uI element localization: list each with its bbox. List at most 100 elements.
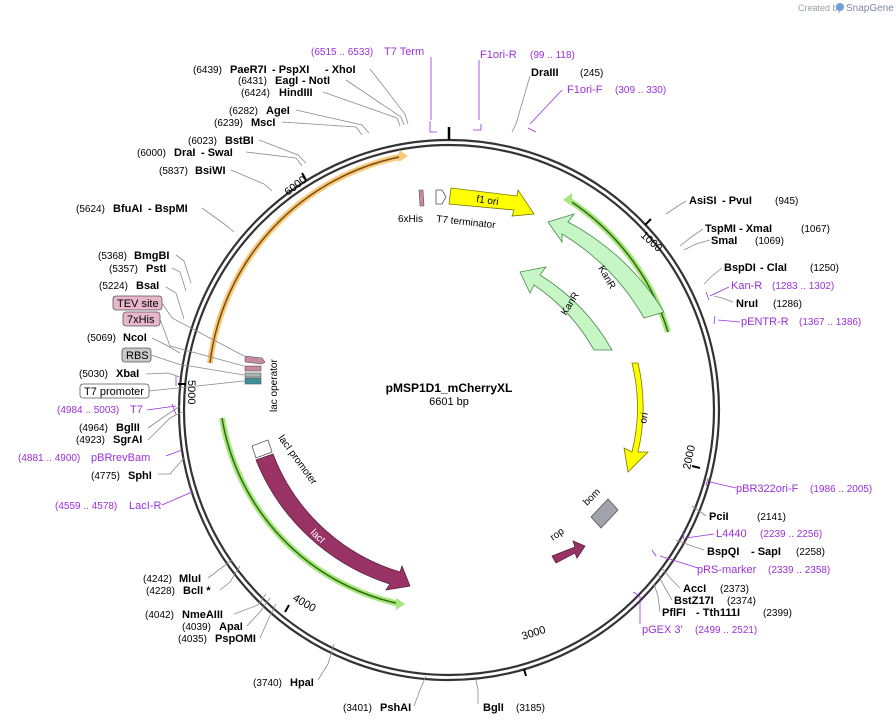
primer-name: Kan-R xyxy=(731,280,762,292)
site-name: XbaI xyxy=(116,368,139,380)
orange-arc-arrowhead xyxy=(399,150,408,162)
site-pos: (945) xyxy=(775,196,798,207)
site-pos: (2374) xyxy=(727,596,756,607)
site-name: PciI xyxy=(709,511,729,523)
site-pos: (6239) xyxy=(214,118,243,129)
site-pos: (6439) xyxy=(193,65,222,76)
site-pos: (4228) xyxy=(146,586,175,597)
orange-highlight-arc-core xyxy=(209,155,405,364)
site-name-extra: - SwaI xyxy=(201,147,233,159)
site-name: PflFI xyxy=(662,607,686,619)
site-name: BclI * xyxy=(183,585,211,597)
primer-name: T7 Term xyxy=(384,46,424,58)
site-pos: (5624) xyxy=(76,204,105,215)
green-arc-left-arrowhead xyxy=(396,598,405,610)
snapgene-logo-icon xyxy=(836,3,844,11)
site-name: BsaI xyxy=(136,280,159,292)
primer-pos: (6515 .. 6533) xyxy=(311,47,373,58)
primer-pos: (2499 .. 2521) xyxy=(695,625,757,636)
plasmid-name: pMSP1D1_mCherryXL xyxy=(386,381,513,395)
kanr-inner-arrow xyxy=(519,266,613,351)
primer-name: pBR322ori-F xyxy=(736,483,799,495)
site-pos: (5357) xyxy=(109,264,138,275)
site-name: BstBI xyxy=(225,135,254,147)
t7-promoter-label: T7 promoter xyxy=(84,386,144,398)
site-pos: (4242) xyxy=(143,574,172,585)
primer-name: T7 xyxy=(130,404,143,416)
kanr-outer-arrow xyxy=(547,213,665,319)
primer-name: F1ori-R xyxy=(480,49,517,61)
site-pos: (3185) xyxy=(516,703,545,714)
watermark-brand: SnapGene xyxy=(846,3,894,14)
ori-arrow xyxy=(623,362,649,473)
site-pos: (6282) xyxy=(229,106,258,117)
site-pos: (4964) xyxy=(79,423,108,434)
tick-label-4000: 4000 xyxy=(291,592,318,615)
site-name: AgeI xyxy=(266,105,290,117)
green-arc-right-arrowhead xyxy=(563,193,572,206)
site-name-extra: - SapI xyxy=(751,546,781,558)
site-pos: (1069) xyxy=(755,236,784,247)
primer-pos: (4881 .. 4900) xyxy=(18,453,80,464)
site-name: PstI xyxy=(146,263,166,275)
rbs-label: RBS xyxy=(126,350,149,362)
primer-pos: (2339 .. 2358) xyxy=(768,565,830,576)
leader-lines xyxy=(145,68,734,707)
site-name-extra: - BspMI xyxy=(148,203,188,215)
rop-label: rop xyxy=(548,526,567,544)
lac-operator-label: lac operator xyxy=(269,359,280,412)
site-name: TspMI xyxy=(705,223,736,235)
site-name-extra: - Tth111I xyxy=(696,607,740,619)
primer-lines xyxy=(146,57,741,624)
primer-pos: (4984 .. 5003) xyxy=(57,405,119,416)
primer-pos: (1367 .. 1386) xyxy=(799,317,861,328)
site-pos: (2373) xyxy=(720,584,749,595)
site-name-extra: - ClaI xyxy=(760,262,787,274)
site-name: BfuAI xyxy=(113,203,142,215)
site-name: ApaI xyxy=(219,621,243,633)
site-pos: (2399) xyxy=(763,608,792,619)
site-name-extra2: - XhoI xyxy=(325,64,356,76)
primer-pos: (1986 .. 2005) xyxy=(810,484,872,495)
primer-pos: (4559 .. 4578) xyxy=(55,501,117,512)
site-name: BmgBI xyxy=(134,250,169,262)
site-pos: (6431) xyxy=(238,76,267,87)
site-name: BspDI xyxy=(724,262,756,274)
t7-terminator-marker xyxy=(435,189,447,205)
t7-terminator-label: T7 terminator xyxy=(436,214,497,231)
site-pos: (5837) xyxy=(159,166,188,177)
site-name: PaeR7I xyxy=(230,64,267,76)
site-name: PshAI xyxy=(380,702,411,714)
site-pos: (1250) xyxy=(810,263,839,274)
f1-ori-label: f1 ori xyxy=(476,194,500,208)
left-site-labels: (6439) PaeR7I - PspXI - XhoI (6431) EagI… xyxy=(76,64,411,714)
site-name: HindIII xyxy=(279,87,313,99)
site-pos: (2141) xyxy=(757,512,786,523)
site-name-extra: - NotI xyxy=(302,75,330,87)
site-name: MluI xyxy=(179,573,201,585)
tick-label-5000: 5000 xyxy=(185,380,197,404)
primer-name: pENTR-R xyxy=(741,316,789,328)
green-highlight-arc-left-core xyxy=(221,417,401,605)
bom-label: bom xyxy=(581,487,603,509)
primer-pos: (309 .. 330) xyxy=(615,85,666,96)
tev-site-label: TEV site xyxy=(117,298,159,310)
watermark-created-by: Created by xyxy=(798,3,843,13)
site-name: BglI xyxy=(483,702,504,714)
site-pos: (1286) xyxy=(773,299,802,310)
laci-arrow xyxy=(255,453,411,591)
site-pos: (5224) xyxy=(99,281,128,292)
site-name: AccI xyxy=(683,583,706,595)
site-name: PspOMI xyxy=(215,633,256,645)
tick-label-2000: 2000 xyxy=(681,444,698,470)
site-name: BsiWI xyxy=(195,165,226,177)
site-pos: (4035) xyxy=(178,634,207,645)
primer-pos: (2239 .. 2256) xyxy=(760,529,822,540)
site-pos: (5069) xyxy=(87,333,116,344)
site-name: AsiSI xyxy=(689,195,717,207)
site-name: BstZ17I xyxy=(674,595,714,607)
site-pos: (4042) xyxy=(145,610,174,621)
laci-promoter-marker xyxy=(251,439,273,459)
rop-arrow xyxy=(551,540,586,564)
